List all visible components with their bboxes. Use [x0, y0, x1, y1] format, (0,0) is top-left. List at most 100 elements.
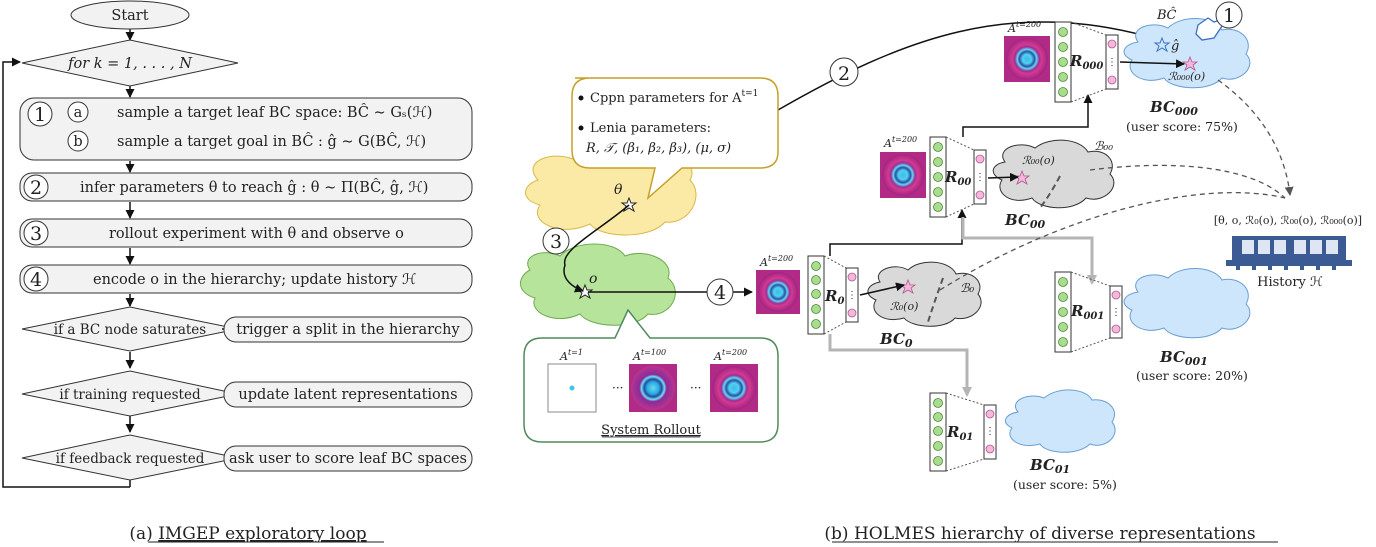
- split-r0-r01: [828, 334, 972, 397]
- bc00-label: BC00: [1004, 211, 1046, 231]
- history-link-0: [939, 192, 1286, 291]
- rollout-frame-1-label: At=1: [559, 348, 583, 363]
- cond1-label: if a BC node saturates: [54, 322, 206, 338]
- r001-label: R001: [1070, 302, 1104, 322]
- bc-hat-label: BĈ: [1156, 6, 1177, 23]
- rollout-frame-3-pattern: [712, 366, 756, 410]
- step4-number: 4: [30, 269, 42, 291]
- goal-label: ĝ: [1171, 39, 1179, 54]
- step4-box: [19, 264, 473, 294]
- r00-latent: [973, 149, 987, 205]
- bc0-cloud: [867, 261, 982, 327]
- bc0-boundary-label: ℬ₀: [960, 281, 974, 295]
- imgep-flowchart: Start for k = 1, . . . , N 1 a sample a …: [2, 0, 473, 544]
- holmes-step4-badge: [706, 278, 734, 306]
- action1-box: [223, 316, 473, 343]
- parameter-callout: [571, 77, 779, 201]
- split-r00-r001: [961, 217, 1097, 285]
- r00-frame-pattern: [882, 154, 924, 196]
- holmes-step2-number: 2: [838, 63, 850, 85]
- rollout-arrow: [563, 204, 630, 293]
- r000-frame-pattern: [1006, 38, 1048, 80]
- r0-label: R0: [824, 287, 844, 307]
- r00-label: R00: [944, 168, 971, 188]
- split-r00-r000: [962, 94, 1093, 137]
- step1b-badge: [67, 130, 89, 152]
- root-frame-pattern: [758, 272, 798, 312]
- step3-text: rollout experiment with θ and observe o: [109, 226, 404, 242]
- bc001-score: (user score: 20%): [1136, 368, 1248, 383]
- bc001-label: BC001: [1159, 348, 1208, 368]
- rollout-frame-3-label: At=200: [713, 348, 747, 363]
- step3-number: 3: [30, 223, 42, 245]
- history-link-000: [1217, 79, 1294, 196]
- callout-bullet-1: [578, 95, 584, 101]
- step1a-marker: a: [74, 105, 83, 121]
- r0-latent: [845, 267, 859, 323]
- root-frame-label: At=200: [759, 254, 793, 269]
- rollout-ellipsis-1: ···: [612, 381, 623, 395]
- step1a-text: sample a target leaf BC space: BĈ ∼ Gₛ(ℋ…: [117, 103, 432, 121]
- svg-text:⋮: ⋮: [985, 426, 995, 437]
- step4-badge: [23, 266, 49, 292]
- r00-frame-label: At=200: [883, 135, 917, 150]
- bc001-cloud: [1123, 267, 1251, 339]
- history-tuple: [θ, o, ℛ₀(o), ℛ₀₀(o), ℛ₀₀₀(o)]: [1214, 214, 1362, 227]
- step1a-badge: [67, 101, 89, 123]
- history-label: History ℋ: [1257, 275, 1323, 290]
- step1b-text: sample a target goal in BĈ : ĝ ∼ G(BĈ, ℋ…: [117, 132, 426, 150]
- action2-text: update latent representations: [238, 387, 457, 403]
- rollout-ellipsis-2: ···: [690, 381, 701, 395]
- r000-frame-label: At=200: [1007, 20, 1041, 35]
- action3-text: ask user to score leaf BC spaces: [229, 451, 467, 467]
- holmes-step1-number: 1: [1223, 5, 1235, 27]
- loop-back-arrow: [2, 57, 130, 488]
- bc000-label: BC000: [1149, 98, 1198, 118]
- step2-box: [19, 172, 473, 202]
- obs-label: o: [589, 271, 597, 287]
- start-label: Start: [111, 8, 148, 24]
- r000-label: R000: [1069, 52, 1103, 72]
- callout-line3: R, 𝒯, (β₁, β₂, β₃), (μ, σ): [585, 141, 731, 156]
- step2-number: 2: [30, 177, 42, 199]
- rollout-title: System Rollout: [601, 423, 701, 438]
- step1-badge: [27, 101, 53, 127]
- history-link-00: [1089, 164, 1286, 199]
- theta-label: θ: [614, 182, 623, 198]
- goal-curve: [777, 21, 1161, 111]
- step1b-marker: b: [73, 134, 82, 150]
- rollout-frame-2-pattern: [631, 366, 675, 410]
- step2-badge: [23, 174, 49, 200]
- action2-box: [223, 381, 473, 408]
- rollout-seed: [569, 385, 575, 391]
- bc00-boundary-label: ℬ₀₀: [1094, 139, 1113, 153]
- svg-text:⋮: ⋮: [1111, 307, 1121, 318]
- bc000-cloud: [1123, 17, 1251, 89]
- observation-space-cloud: [520, 243, 676, 326]
- action1-text: trigger a split in the hierarchy: [236, 322, 460, 338]
- bc01-label: BC01: [1029, 456, 1070, 476]
- callout-line1: Cppn parameters for At=1: [590, 89, 758, 106]
- history-memory-icon: [1226, 236, 1352, 270]
- holmes-diagram: 2 Cppn parameters for At=1 Lenia paramet…: [520, 1, 1362, 544]
- rollout-frame-2-label: At=100: [632, 348, 666, 363]
- step2-text: infer parameters θ to reach ĝ : θ ∼ Π(BĈ…: [80, 178, 428, 196]
- loop-diamond: [21, 39, 239, 87]
- step1-number: 1: [34, 104, 46, 126]
- callout-bullet-2: [578, 125, 584, 131]
- step1-box: [19, 97, 473, 161]
- step3-box: [19, 218, 473, 248]
- bc000-score: (user score: 75%): [1126, 119, 1238, 134]
- r01-label: R01: [946, 423, 973, 443]
- step3-badge: [23, 220, 49, 246]
- bc0-rep-label: ℛ₀(o): [890, 300, 918, 313]
- r01-latent: [983, 404, 997, 460]
- caption-b: (b) HOLMES hierarchy of diverse represen…: [824, 524, 1255, 544]
- holmes-step4-number: 4: [714, 282, 726, 304]
- bc00-boundary: [1039, 175, 1061, 209]
- svg-text:⋮: ⋮: [847, 290, 857, 301]
- cond2-label: if training requested: [59, 387, 201, 403]
- step4-text: encode o in the hierarchy; update histor…: [93, 272, 417, 288]
- bc000-rep-label: ℛ₀₀₀(o): [1168, 70, 1205, 83]
- holmes-step2-badge: [829, 57, 859, 87]
